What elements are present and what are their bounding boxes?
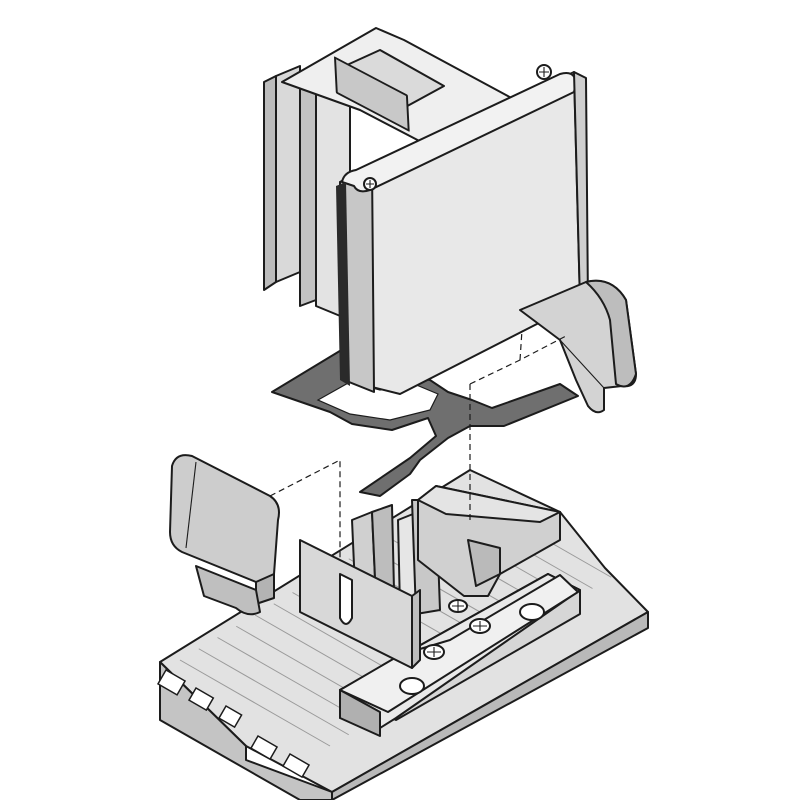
mounting-block (339, 573, 581, 737)
end-cap-right (519, 279, 637, 414)
screw-head-icon (423, 599, 491, 660)
connector-insert (299, 485, 561, 669)
frame-profile (263, 27, 589, 395)
sill-rib (198, 648, 349, 736)
sill-rib (179, 659, 331, 747)
end-cap-left (169, 454, 280, 616)
assembly-guide-lines (269, 329, 567, 560)
screw-head-icon (363, 64, 552, 191)
